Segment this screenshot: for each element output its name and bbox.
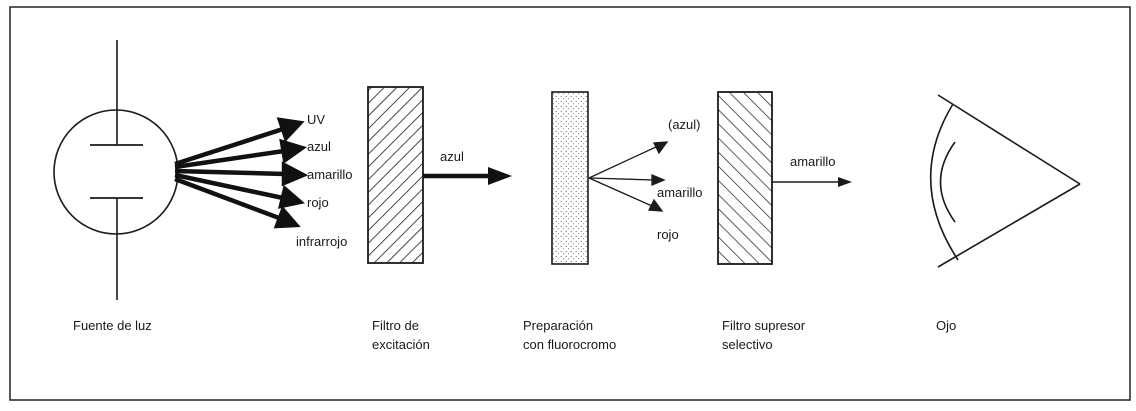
emitted-label-rojo: rojo [657,227,679,242]
caption-excitation-filter-line1: Filtro de [372,318,419,333]
caption-preparation-line2: con fluorocromo [523,337,616,352]
eye-lens [939,141,956,223]
caption-barrier-filter-line2: selectivo [722,337,773,352]
ray-uv-head [276,117,305,143]
ray-amarillo-head [281,161,309,187]
emitted-label-amarillo: amarillo [657,185,703,200]
eye-lower-edge [937,183,1081,268]
barrier-beam-label: amarillo [790,154,836,169]
fluorescence-rays [588,141,669,212]
ray-amarillo [174,168,286,177]
caption-eye: Ojo [936,318,956,333]
ray-rojo [174,172,284,201]
emitted-label-azul: (azul) [668,117,701,132]
ray-label-infrarrojo: infrarrojo [296,234,347,249]
fluor-ray-azul [588,145,659,179]
emission-rays [174,117,309,229]
ray-label-uv: UV [307,112,325,127]
ray-azul-head [279,138,308,164]
caption-light-source: Fuente de luz [73,318,152,333]
caption-excitation-filter-line2: excitación [372,337,430,352]
fluor-ray-azul-head [652,141,669,155]
excitation-beam-head [488,167,512,185]
ray-uv [174,126,284,167]
ray-infrarrojo-head [273,205,301,229]
barrier-beam-head [838,177,852,187]
fluor-ray-rojo-head [647,198,664,212]
eye-cornea [929,103,959,261]
eye-icon [929,94,1081,268]
caption-preparation-line1: Preparación [523,318,593,333]
diagram-frame [9,6,1131,401]
fluor-ray-amarillo-head [651,174,666,186]
ray-label-amarillo: amarillo [307,167,353,182]
ray-azul [174,148,285,170]
ray-label-rojo: rojo [307,195,329,210]
ray-rojo-head [277,184,305,209]
fluor-ray-amarillo [588,177,655,181]
barrier-filter [717,91,773,265]
ray-infrarrojo [174,176,280,221]
excitation-beam-label: azul [440,149,464,164]
fluor-ray-rojo [588,177,653,207]
eye-upper-edge [937,94,1081,185]
ray-label-azul: azul [307,139,331,154]
caption-barrier-filter-line1: Filtro supresor [722,318,806,333]
lamp-bulb [53,109,179,235]
light-source [53,40,179,300]
specimen-slide [551,91,589,265]
excitation-filter [367,86,424,264]
